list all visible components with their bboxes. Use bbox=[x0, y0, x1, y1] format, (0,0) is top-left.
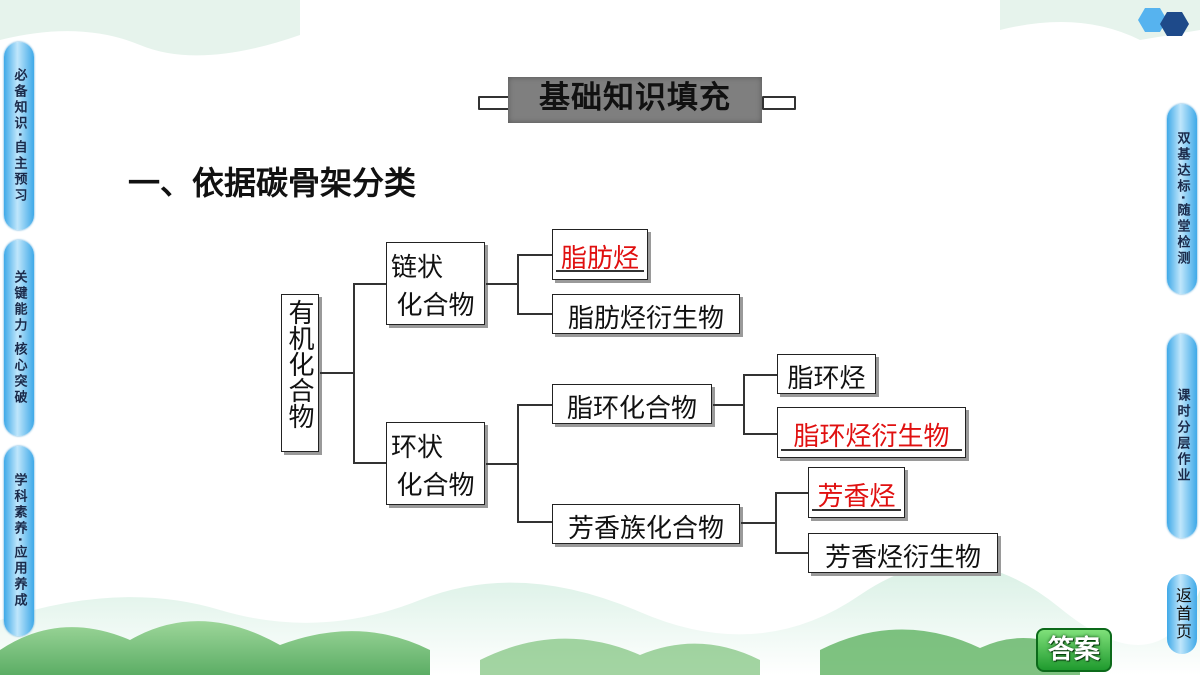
node-aliphatic-derivative: 脂肪烃衍生物 bbox=[552, 294, 740, 334]
node-label: 化合物 bbox=[396, 291, 475, 321]
tab-key-abilities[interactable]: 关键能力·核心突破 bbox=[4, 240, 34, 436]
page-title: 基础知识填充 bbox=[539, 80, 731, 116]
node-label: 链状 bbox=[391, 253, 444, 283]
title-plate bbox=[508, 77, 762, 123]
answer-underline bbox=[812, 509, 901, 511]
node-label: 有机化合物 bbox=[284, 299, 314, 429]
tab-classroom-check[interactable]: 双基达标·随堂检测 bbox=[1167, 104, 1197, 294]
node-aliphatic-hydrocarbon: 脂肪烃 bbox=[552, 229, 648, 280]
home-button[interactable]: 返首页 bbox=[1167, 574, 1197, 654]
tab-label: 学科素养·应用养成 bbox=[11, 473, 27, 609]
tab-essential-knowledge[interactable]: 必备知识·自主预习 bbox=[4, 42, 34, 230]
tab-subject-literacy[interactable]: 学科素养·应用养成 bbox=[4, 446, 34, 636]
node-label: 化合物 bbox=[396, 471, 475, 501]
node-ring-compound: 环状 化合物 bbox=[386, 422, 485, 505]
tab-homework[interactable]: 课时分层作业 bbox=[1167, 334, 1197, 538]
node-label: 脂环烃 bbox=[787, 364, 866, 394]
node-label: 芳香族化合物 bbox=[567, 514, 724, 544]
node-alicyclic-hydrocarbon: 脂环烃 bbox=[777, 354, 876, 394]
node-label: 芳香烃 bbox=[817, 482, 896, 512]
home-label: 返首页 bbox=[1173, 587, 1192, 641]
node-label: 脂肪烃 bbox=[560, 244, 639, 274]
node-aromatic-derivative: 芳香烃衍生物 bbox=[808, 533, 998, 573]
node-aromatic-compound: 芳香族化合物 bbox=[552, 504, 740, 544]
node-alicyclic-compound: 脂环化合物 bbox=[552, 384, 712, 424]
answer-button[interactable]: 答案 bbox=[1036, 628, 1112, 672]
tab-label: 必备知识·自主预习 bbox=[11, 68, 27, 204]
title-right-bar bbox=[762, 96, 796, 110]
node-label: 环状 bbox=[391, 433, 444, 463]
section-heading: 一、依据碳骨架分类 bbox=[128, 164, 417, 202]
answer-underline bbox=[781, 449, 962, 451]
node-label: 芳香烃衍生物 bbox=[824, 543, 981, 573]
answer-underline bbox=[556, 270, 644, 272]
node-label: 脂环烃衍生物 bbox=[793, 422, 950, 452]
tab-label: 关键能力·核心突破 bbox=[11, 270, 27, 406]
node-label: 脂肪烃衍生物 bbox=[567, 304, 724, 334]
hexagon-decoration-icon bbox=[1138, 8, 1189, 36]
tab-label: 双基达标·随堂检测 bbox=[1174, 131, 1190, 267]
node-label: 脂环化合物 bbox=[566, 394, 697, 424]
tab-label: 课时分层作业 bbox=[1174, 388, 1190, 484]
title-left-bar bbox=[478, 96, 512, 110]
node-organic-compound: 有机化合物 bbox=[281, 294, 319, 452]
node-chain-compound: 链状 化合物 bbox=[386, 242, 485, 325]
